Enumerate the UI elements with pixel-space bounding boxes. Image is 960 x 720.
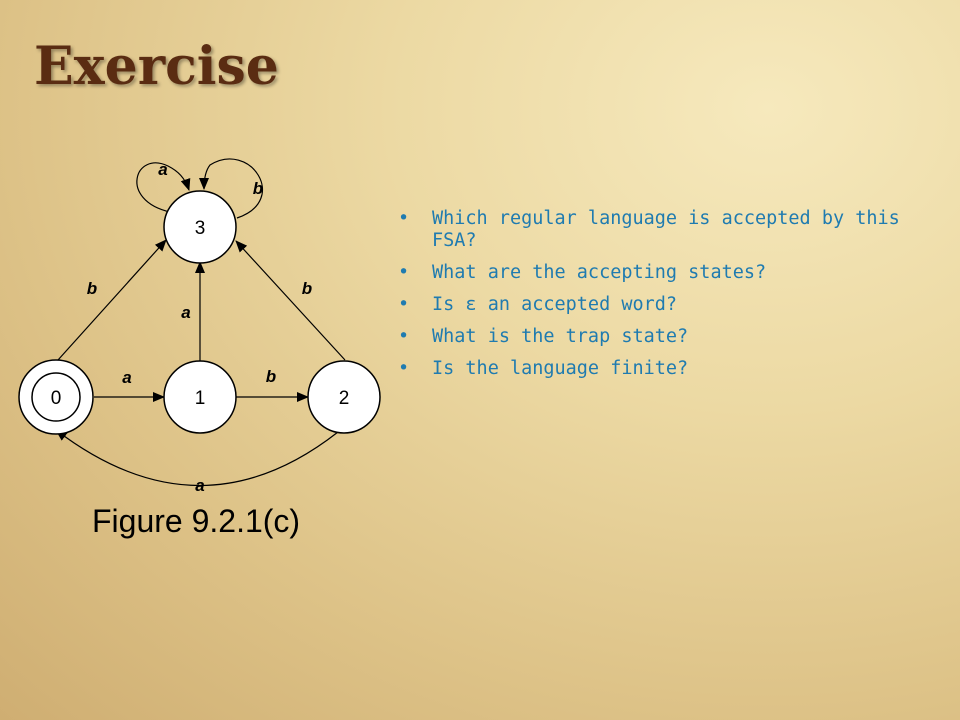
figure-caption: Figure 9.2.1(c) [92,503,301,539]
edge-0-1-label: a [122,368,131,387]
question-item: • What are the accepting states? [398,262,938,284]
state-0-label: 0 [51,388,62,409]
state-2-label: 2 [339,388,350,409]
question-item: • Is the language finite? [398,358,938,380]
edge-2-0-label: a [195,476,204,495]
question-item: • What is the trap state? [398,326,938,348]
edge-0-3-label: b [87,279,97,298]
edge-2-0 [55,429,339,487]
bullet-icon: • [398,358,410,379]
edge-3-3-a-label: a [158,160,167,179]
edge-2-3-label: b [302,279,312,298]
fsa-diagram: 0 1 2 3 a b a b a b a b [18,158,381,495]
state-1-label: 1 [195,388,206,409]
bullet-icon: • [398,262,410,283]
state-0: 0 [18,359,94,435]
question-text: What is the trap state? [432,326,689,347]
question-text: Is ε an accepted word? [432,294,678,315]
state-2: 2 [307,360,381,434]
question-list: • Which regular language is accepted by t… [398,208,938,390]
edge-3-3-a [136,162,191,213]
question-text: What are the accepting states? [432,262,767,283]
edge-1-2-label: b [266,367,276,386]
state-1: 1 [163,360,237,434]
edge-2-3 [235,240,346,361]
edge-3-3-b-label: b [253,179,263,198]
bullet-icon: • [398,326,410,347]
bullet-icon: • [398,208,410,229]
edge-1-3-label: a [181,303,190,322]
question-text: Which regular language is accepted by th… [432,208,900,251]
question-item: • Which regular language is accepted by t… [398,208,938,252]
slide-title: Exercise [34,36,279,97]
state-3-label: 3 [195,218,206,239]
question-item: • Is ε an accepted word? [398,294,938,316]
question-text: Is the language finite? [432,358,689,379]
bullet-icon: • [398,294,410,315]
state-3: 3 [163,190,237,264]
edge-3-3-b [199,158,264,219]
edge-0-3 [57,239,167,361]
